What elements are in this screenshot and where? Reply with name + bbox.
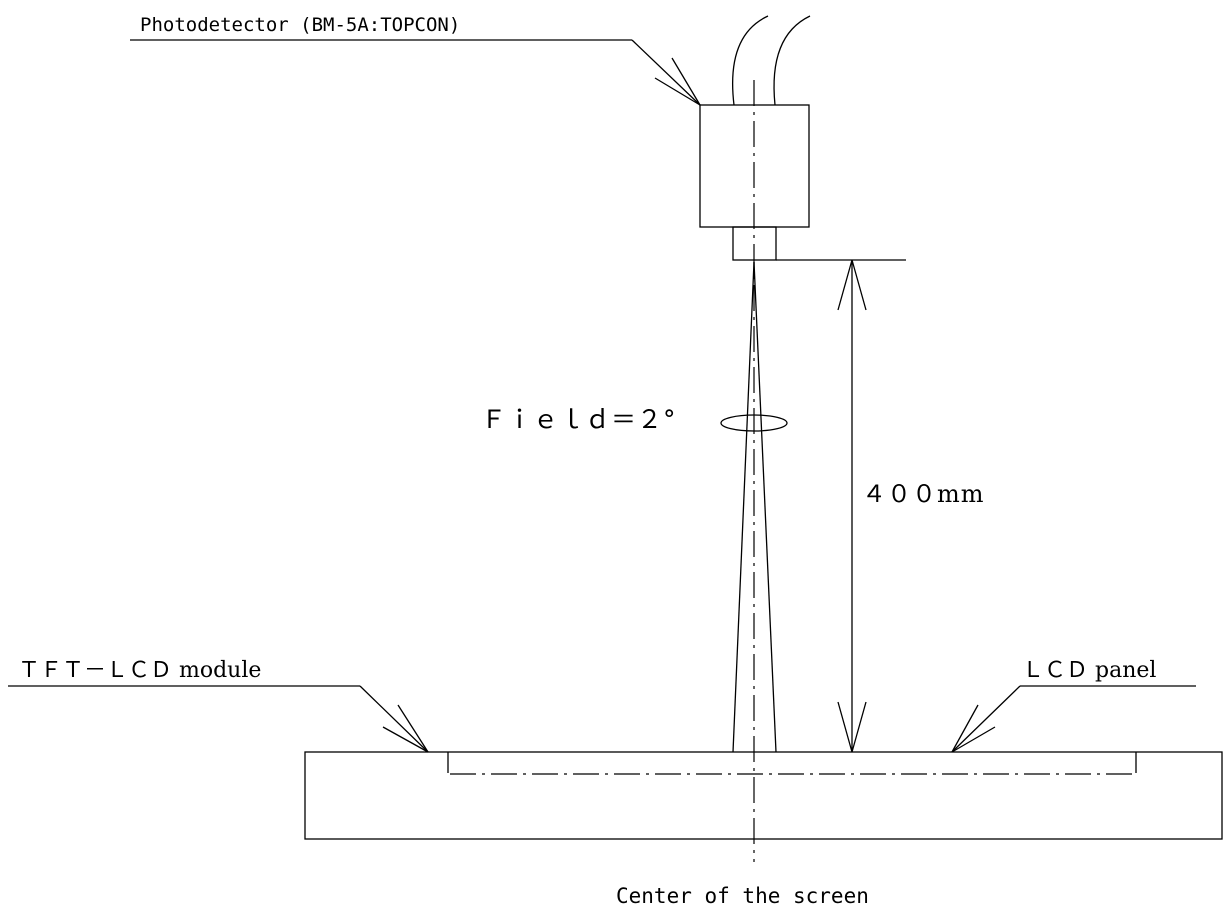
lcd-panel-edges xyxy=(447,752,1137,773)
panel-label: ＬＣＤ panel xyxy=(1022,658,1156,683)
distance-label: ４００mm xyxy=(862,480,985,508)
field-cone-left xyxy=(732,261,755,753)
photodetector-arrow-2 xyxy=(654,77,701,106)
panel-arrow-2 xyxy=(951,726,996,753)
photodetector-label: Photodetector (BM-5A:TOPCON) xyxy=(140,14,460,36)
module-leader-slant xyxy=(359,685,429,753)
module-label: ＴＦＴ－ＬＣＤ module xyxy=(18,658,261,683)
dimension-bottom-arrow-right xyxy=(851,701,867,753)
center-label: Center of the screen xyxy=(616,884,869,908)
photodetector-leader-slant xyxy=(631,39,701,106)
cable-right xyxy=(773,15,811,106)
field-cone-right xyxy=(753,261,777,753)
dimension-top-arrow-right xyxy=(851,259,867,311)
field-label: Ｆｉｅｌｄ＝２° xyxy=(481,405,677,434)
dimension-bottom-arrow-left xyxy=(837,701,853,753)
panel-leader-slant xyxy=(951,685,1021,753)
photodetector-arrow-1 xyxy=(671,57,701,106)
dimension-top-arrow-left xyxy=(837,259,853,311)
module-arrow-2 xyxy=(382,726,429,753)
panel-arrow-1 xyxy=(951,704,979,753)
module-arrow-1 xyxy=(397,704,429,753)
cable-left xyxy=(732,15,769,106)
tft-lcd-module-outline xyxy=(304,751,1223,840)
